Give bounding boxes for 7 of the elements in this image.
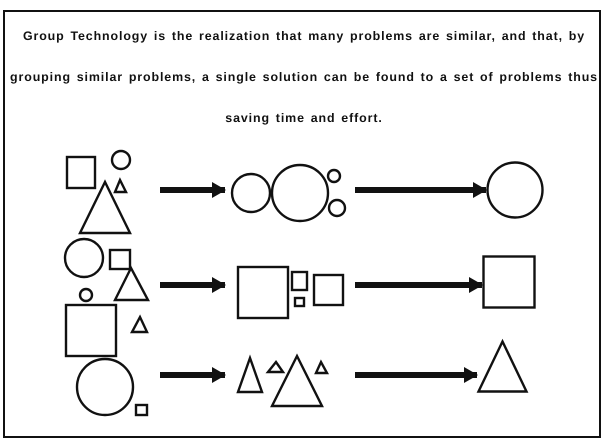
arrow: [355, 182, 487, 198]
arrow: [160, 277, 226, 293]
arrow: [355, 277, 483, 293]
arrow: [355, 367, 478, 383]
arrow: [160, 182, 226, 198]
arrow: [160, 367, 226, 383]
title: Group Technology is the realization that many problems are similar, and that, by grouping similar problems, a single solution can be found to a set of problems thus saving time and effort.: [9, 28, 599, 127]
